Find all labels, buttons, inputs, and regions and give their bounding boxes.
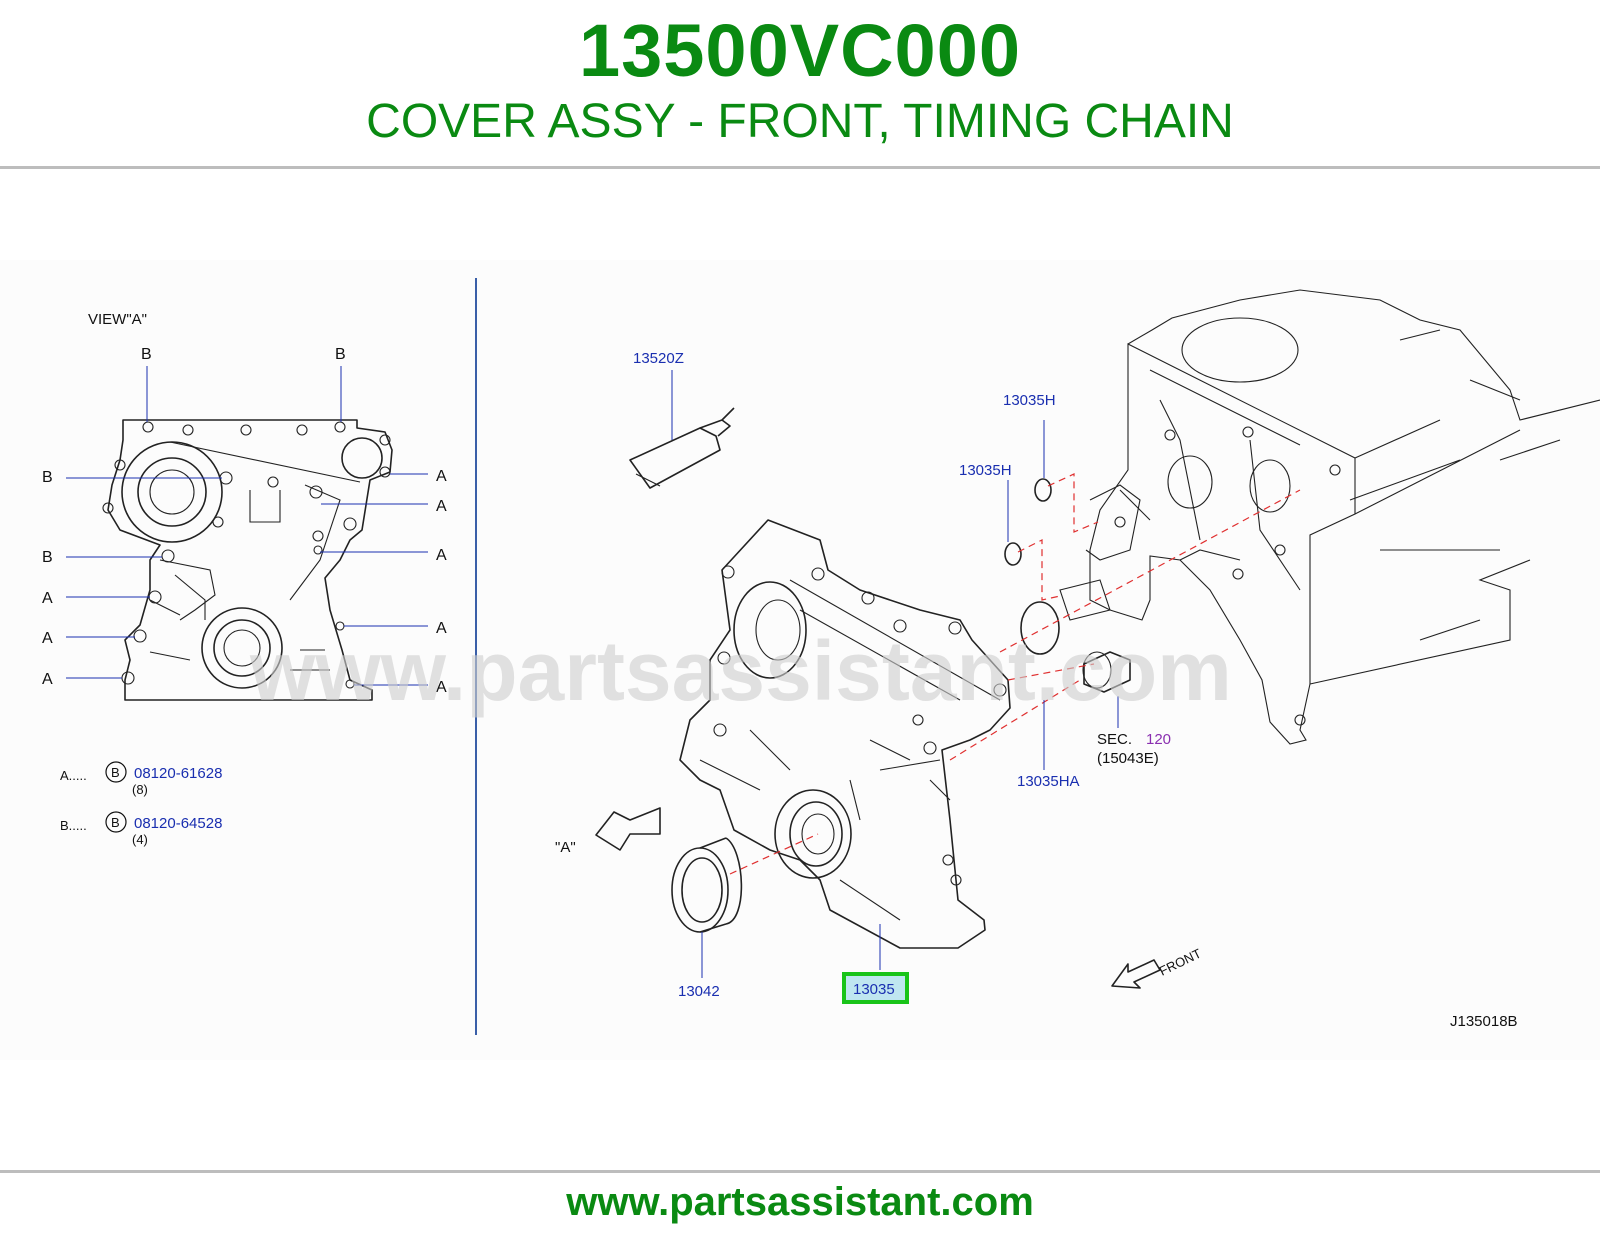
view-a-cover-drawing xyxy=(107,419,393,701)
view-a-label-a: A xyxy=(42,630,53,647)
legend-part-a[interactable]: 08120-61628 xyxy=(134,765,222,782)
legend-circle-icon xyxy=(105,761,127,783)
view-a-arrow-label: "A" xyxy=(555,839,576,856)
oring-small-mid xyxy=(1004,542,1022,566)
sec-label: SEC. xyxy=(1097,731,1132,748)
callout-13035h-top[interactable]: 13035H xyxy=(1003,392,1056,409)
view-a-bolts xyxy=(66,366,428,689)
bolt-legend: A..... B 08120-61628 (8) B..... B 08120-… xyxy=(60,761,222,847)
legend-key-a: A..... xyxy=(60,768,87,783)
oring-small-top xyxy=(1034,478,1052,502)
legend-part-b[interactable]: 08120-64528 xyxy=(134,815,222,832)
part-number-title: 13500VC000 xyxy=(578,9,1022,92)
view-a-label-b: B xyxy=(335,346,346,363)
callout-13042[interactable]: 13042 xyxy=(678,983,720,1000)
footer-url-link[interactable]: www.partsassistant.com xyxy=(566,1180,1034,1224)
legend-qty-b: (4) xyxy=(132,832,148,847)
exploded-view-panel: "A" FRONT 13520Z 13035H 13035H 13035HA S… xyxy=(555,289,1600,1030)
sec-sub-label: (15043E) xyxy=(1097,750,1159,767)
callout-13035-highlighted[interactable]: 13035 xyxy=(853,981,895,998)
legend-circle-letter: B xyxy=(111,815,120,830)
header-divider xyxy=(0,166,1600,169)
view-a-arrow: "A" xyxy=(555,807,661,856)
part-description: COVER ASSY - FRONT, TIMING CHAIN xyxy=(366,95,1234,148)
view-a-label-a: A xyxy=(436,620,447,637)
sec-number-link[interactable]: 120 xyxy=(1146,731,1171,748)
view-a-label-a: A xyxy=(42,590,53,607)
view-a-panel: VIEW"A" xyxy=(42,311,447,847)
bushing xyxy=(1083,651,1131,693)
alignment-dashes xyxy=(729,473,1301,875)
view-a-label-a: A xyxy=(42,671,53,688)
orings-drawing xyxy=(1004,478,1131,693)
timing-cover-drawing xyxy=(679,519,1011,949)
engine-block-drawing xyxy=(1059,289,1600,745)
view-a-label-b: B xyxy=(42,469,53,486)
callout-13035h-mid[interactable]: 13035H xyxy=(959,462,1012,479)
legend-circle-letter: B xyxy=(111,765,120,780)
callout-leaders xyxy=(671,370,1119,978)
view-a-label-a: A xyxy=(436,547,447,564)
sealant-tube-drawing xyxy=(629,407,735,489)
view-a-label-a: A xyxy=(436,468,447,485)
watermark-text: www.partsassistant.com xyxy=(249,624,1232,718)
legend-circle-icon xyxy=(105,811,127,833)
oring-large xyxy=(1020,601,1060,655)
footer-divider xyxy=(0,1170,1600,1173)
highlighted-part-box xyxy=(842,972,909,1004)
legend-key-b: B..... xyxy=(60,818,87,833)
callout-13520z[interactable]: 13520Z xyxy=(633,350,684,367)
page-header: 13500VC000 COVER ASSY - FRONT, TIMING CH… xyxy=(0,0,1600,170)
view-a-label-a: A xyxy=(436,679,447,696)
parts-diagram: VIEW"A" xyxy=(0,260,1600,1060)
diagram-code: J135018B xyxy=(1450,1013,1518,1030)
oil-seal-drawing xyxy=(671,837,743,933)
view-a-label-b: B xyxy=(141,346,152,363)
view-a-title: VIEW"A" xyxy=(88,311,147,328)
callout-13035ha[interactable]: 13035HA xyxy=(1017,773,1080,790)
view-a-label-b: B xyxy=(42,549,53,566)
legend-qty-a: (8) xyxy=(132,782,148,797)
view-a-label-a: A xyxy=(436,498,447,515)
